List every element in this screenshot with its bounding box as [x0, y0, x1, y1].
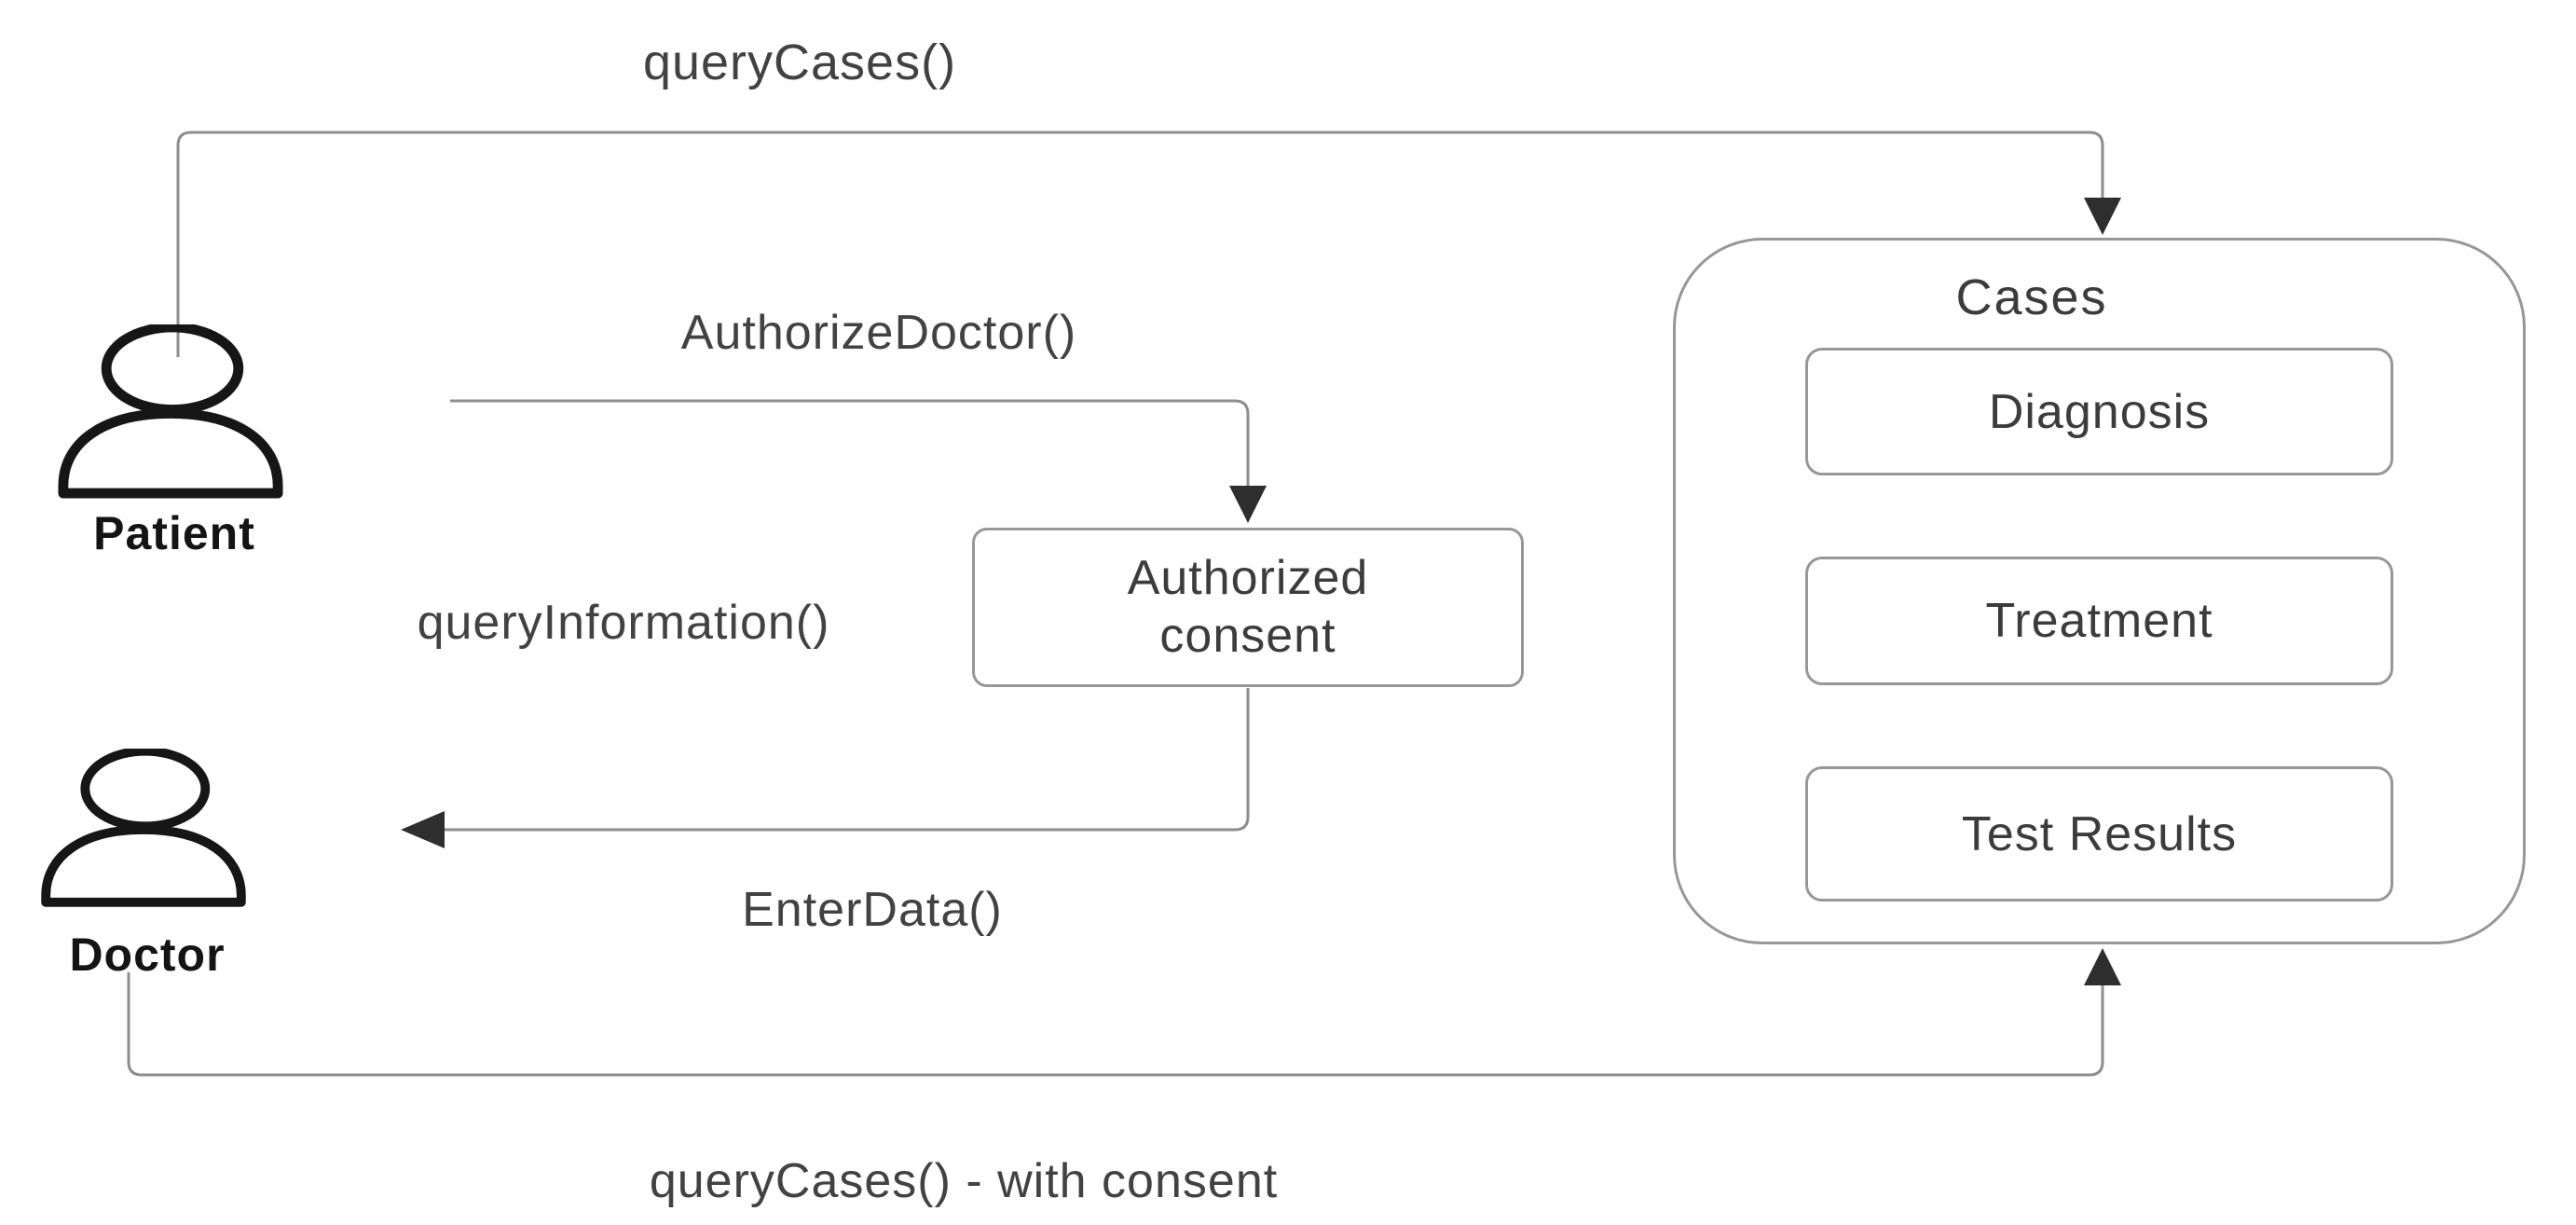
- message-label-enter-data: EnterData(): [742, 883, 1003, 937]
- edge-query-cases-line: [176, 131, 2104, 357]
- arrow-left-icon: [401, 811, 445, 848]
- edge-authorize-doctor-line: [450, 399, 1250, 486]
- case-item-diagnosis: Diagnosis: [1805, 348, 2393, 475]
- edge-enter-data-line: [445, 688, 1250, 832]
- arrow-down-icon: [1229, 486, 1267, 523]
- patient-label: Patient: [93, 507, 255, 559]
- case-item-test-results: Test Results: [1805, 766, 2393, 902]
- cases-title: Cases: [1955, 269, 2108, 325]
- edge-query-cases-with-consent-line: [127, 972, 2104, 1077]
- edge-query-cases: [176, 131, 2121, 357]
- edge-enter-data: [401, 688, 1250, 848]
- arrow-down-icon: [2084, 198, 2121, 235]
- message-label-query-information: queryInformation(): [417, 596, 830, 650]
- case-item-treatment: Treatment: [1805, 557, 2393, 685]
- message-label-query-cases: queryCases(): [642, 34, 957, 90]
- message-label-authorize-doctor: AuthorizeDoctor(): [680, 306, 1077, 360]
- edge-authorize-doctor: [450, 399, 1267, 523]
- doctor-actor: [39, 749, 248, 909]
- doctor-label: Doctor: [69, 929, 226, 981]
- message-label-query-cases-with-consent: queryCases() - with consent: [649, 1154, 1279, 1208]
- patient-actor: [56, 324, 285, 501]
- person-icon: [41, 749, 246, 907]
- arrow-up-icon: [2084, 948, 2121, 985]
- edge-query-cases-with-consent: [127, 948, 2121, 1077]
- authorized-consent-node: Authorized consent: [972, 528, 1524, 687]
- person-icon: [58, 324, 283, 499]
